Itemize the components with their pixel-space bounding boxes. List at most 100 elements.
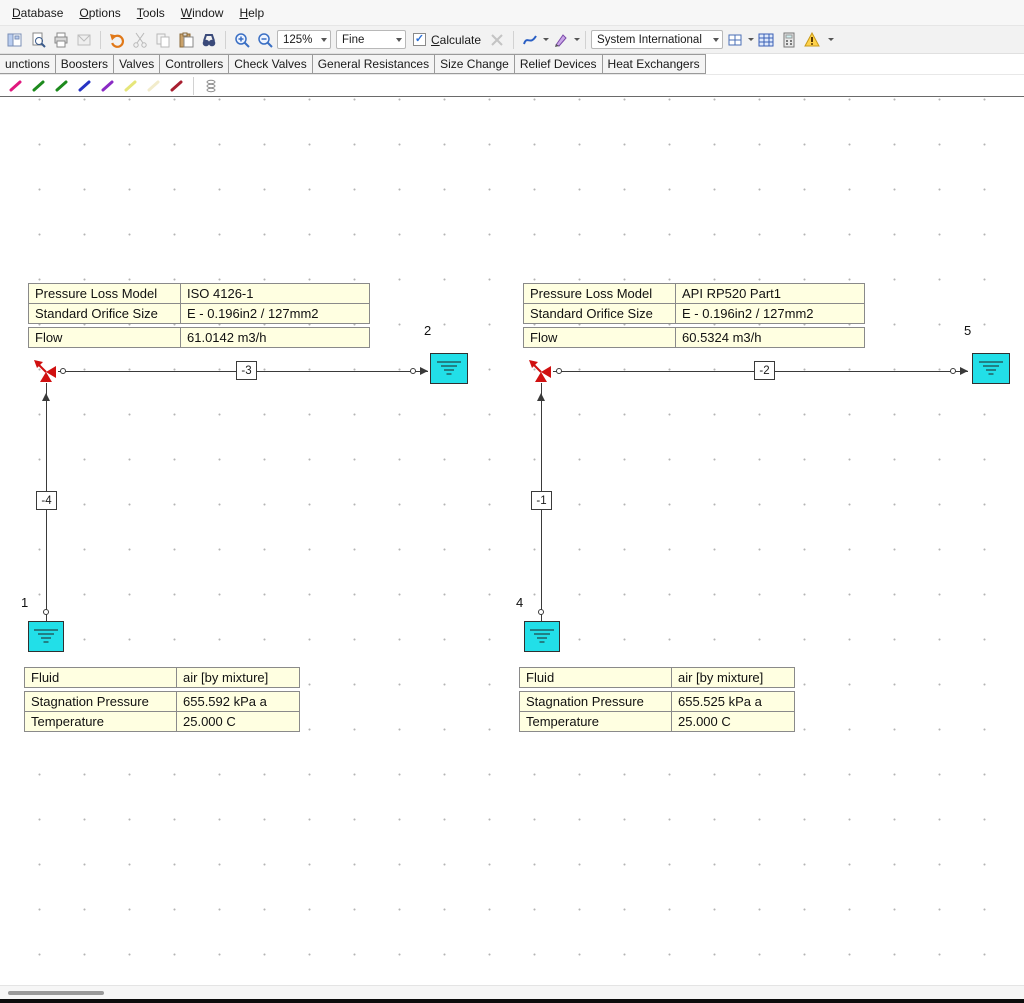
- cancel-icon-disabled[interactable]: [486, 29, 508, 51]
- table-row: Temperature 25.000 C: [520, 712, 795, 732]
- detail-value: Fine: [342, 34, 364, 46]
- pipe-pen-yellow-icon[interactable]: [120, 77, 140, 95]
- row-label: Stagnation Pressure: [25, 692, 177, 712]
- layout-panels-icon[interactable]: [4, 29, 26, 51]
- pipe-label[interactable]: -2: [754, 361, 775, 380]
- tank-icon[interactable]: [524, 621, 560, 652]
- node-number: 5: [964, 323, 971, 338]
- row-value: 655.592 kPa a: [177, 692, 300, 712]
- print-icon[interactable]: [50, 29, 72, 51]
- zoom-combobox[interactable]: 125%: [277, 30, 331, 49]
- drawing-canvas[interactable]: Pressure Loss Model ISO 4126-1 Standard …: [0, 97, 1024, 985]
- fluid-annotation-left[interactable]: Fluid air [by mixture] Stagnation Pressu…: [24, 667, 300, 732]
- toolbar-overflow-icon[interactable]: [828, 38, 834, 41]
- tab-size-change[interactable]: Size Change: [435, 54, 515, 74]
- pipe-label[interactable]: -3: [236, 361, 257, 380]
- tab-valves[interactable]: Valves: [114, 54, 160, 74]
- chevron-down-icon[interactable]: [574, 38, 580, 41]
- pipe-node-circle[interactable]: [556, 368, 562, 374]
- tab-general-resistances[interactable]: General Resistances: [313, 54, 435, 74]
- menu-help[interactable]: Help: [231, 2, 272, 24]
- row-label: Flow: [524, 328, 676, 348]
- zoom-out-icon[interactable]: [254, 29, 276, 51]
- detail-combobox[interactable]: Fine: [336, 30, 406, 49]
- chevron-down-icon: [713, 38, 719, 42]
- tab-controllers[interactable]: Controllers: [160, 54, 229, 74]
- print-preview-icon[interactable]: [27, 29, 49, 51]
- row-label: Stagnation Pressure: [520, 692, 672, 712]
- results-table: Pressure Loss Model API RP520 Part1 Stan…: [523, 283, 865, 324]
- chevron-down-icon[interactable]: [748, 38, 754, 41]
- pipe-pen-darkred-icon[interactable]: [166, 77, 186, 95]
- units-value: System International: [597, 34, 702, 46]
- relief-valve-icon[interactable]: [34, 359, 58, 383]
- pipe-label[interactable]: -4: [36, 491, 57, 510]
- warning-icon[interactable]: [801, 29, 823, 51]
- menu-tools[interactable]: Tools: [129, 2, 173, 24]
- rings-icon[interactable]: [201, 77, 221, 95]
- row-value: air [by mixture]: [177, 668, 300, 688]
- copy-icon[interactable]: [152, 29, 174, 51]
- fluid-annotation-right[interactable]: Fluid air [by mixture] Stagnation Pressu…: [519, 667, 795, 732]
- row-label: Pressure Loss Model: [29, 284, 181, 304]
- fluid-table: Stagnation Pressure 655.592 kPa a Temper…: [24, 691, 300, 732]
- format-painter-icon[interactable]: [550, 29, 572, 51]
- pipe-pen-purple-icon[interactable]: [97, 77, 117, 95]
- tank-icon[interactable]: [972, 353, 1010, 384]
- chevron-down-icon[interactable]: [543, 38, 549, 41]
- pipe-pen-cream-icon[interactable]: [143, 77, 163, 95]
- row-value: E - 0.196in2 / 127mm2: [676, 304, 865, 324]
- flow-arrow-icon: [42, 393, 50, 401]
- cut-icon[interactable]: [129, 29, 151, 51]
- node-number: 2: [424, 323, 431, 338]
- pipe-node-circle[interactable]: [950, 368, 956, 374]
- pipe-node-circle[interactable]: [60, 368, 66, 374]
- undo-icon[interactable]: [106, 29, 128, 51]
- table-row: Flow 61.0142 m3/h: [29, 328, 370, 348]
- calculate-checkbox[interactable]: ✓: [413, 33, 426, 46]
- results-annotation-left[interactable]: Pressure Loss Model ISO 4126-1 Standard …: [28, 283, 370, 348]
- scrollbar-thumb[interactable]: [8, 991, 104, 995]
- table-row: Fluid air [by mixture]: [25, 668, 300, 688]
- tank-icon[interactable]: [28, 621, 64, 652]
- pipe-pen-green-icon[interactable]: [28, 77, 48, 95]
- menu-database[interactable]: Database: [4, 2, 71, 24]
- zoom-in-icon[interactable]: [231, 29, 253, 51]
- relief-valve-icon[interactable]: [529, 359, 553, 383]
- menu-window[interactable]: Window: [173, 2, 232, 24]
- tank-icon[interactable]: [430, 353, 468, 384]
- horizontal-scrollbar[interactable]: [0, 985, 1024, 999]
- row-label: Standard Orifice Size: [29, 304, 181, 324]
- pipe-node-circle[interactable]: [410, 368, 416, 374]
- row-value: ISO 4126-1: [181, 284, 370, 304]
- pipe-node-circle[interactable]: [43, 609, 49, 615]
- pipe-pen-pink-icon[interactable]: [5, 77, 25, 95]
- pipe-label[interactable]: -1: [531, 491, 552, 510]
- main-toolbar: 125% Fine ✓ Calculate System Internation…: [0, 26, 1024, 54]
- flow-arrow-icon: [420, 367, 428, 375]
- units-combobox[interactable]: System International: [591, 30, 723, 49]
- tab-relief-devices[interactable]: Relief Devices: [515, 54, 603, 74]
- table-row: Standard Orifice Size E - 0.196in2 / 127…: [524, 304, 865, 324]
- grid-options-icon[interactable]: [724, 29, 746, 51]
- node-number: 4: [516, 595, 523, 610]
- tab-junctions[interactable]: unctions: [0, 54, 56, 74]
- tab-check-valves[interactable]: Check Valves: [229, 54, 312, 74]
- pipe-node-circle[interactable]: [538, 609, 544, 615]
- menu-options[interactable]: Options: [71, 2, 128, 24]
- row-value: 655.525 kPa a: [672, 692, 795, 712]
- tab-boosters[interactable]: Boosters: [56, 54, 114, 74]
- results-annotation-right[interactable]: Pressure Loss Model API RP520 Part1 Stan…: [523, 283, 865, 348]
- calculator-icon[interactable]: [778, 29, 800, 51]
- tab-heat-exchangers[interactable]: Heat Exchangers: [603, 54, 706, 74]
- row-value: 25.000 C: [177, 712, 300, 732]
- row-value: 61.0142 m3/h: [181, 328, 370, 348]
- auto-route-tool-icon[interactable]: [519, 29, 541, 51]
- results-table-icon[interactable]: [755, 29, 777, 51]
- paste-icon[interactable]: [175, 29, 197, 51]
- toolbar-separator: [225, 31, 226, 49]
- send-icon-disabled[interactable]: [73, 29, 95, 51]
- pipe-pen-green2-icon[interactable]: [51, 77, 71, 95]
- pipe-pen-blue-icon[interactable]: [74, 77, 94, 95]
- find-icon[interactable]: [198, 29, 220, 51]
